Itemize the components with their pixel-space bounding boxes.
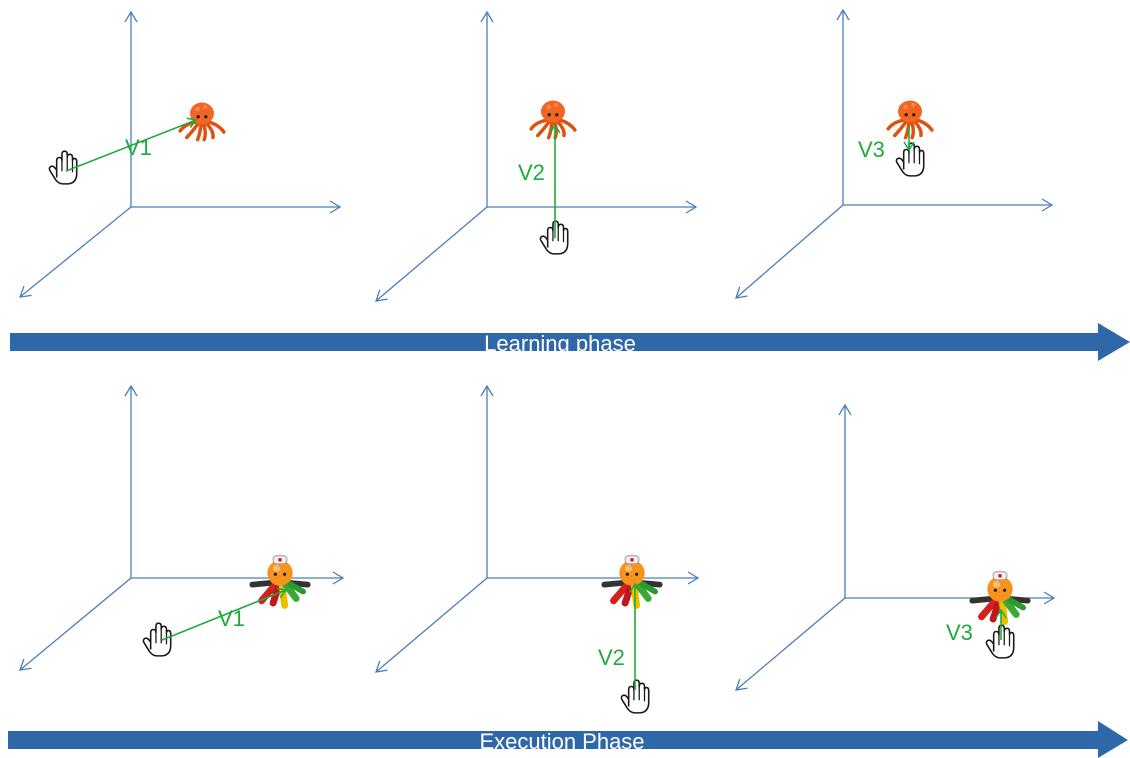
vector-arrow <box>65 117 198 172</box>
learning-panel-1: V1 <box>19 10 342 298</box>
execution-phase-label: Execution Phase <box>479 729 644 754</box>
learning-panel-3: V3 <box>735 8 1054 299</box>
octopus-icon <box>178 100 226 142</box>
vector-label: V2 <box>598 645 625 670</box>
vector-label: V3 <box>858 137 885 162</box>
execution-panel-3: V3 <box>735 403 1056 691</box>
vector-label: V1 <box>125 135 152 160</box>
octopus-icon <box>529 98 577 140</box>
execution-panel-1: V1 <box>19 384 345 671</box>
coordinate-axes <box>19 10 342 298</box>
coordinate-axes <box>735 8 1054 299</box>
octopus-icon <box>252 556 307 606</box>
coordinate-axes <box>19 384 345 671</box>
octopus-icon <box>604 556 659 606</box>
coordinate-axes <box>375 10 698 302</box>
hand-icon <box>895 142 925 177</box>
vector-arrow <box>161 587 288 641</box>
learning-phase-label: Learning phase <box>484 331 636 356</box>
octopus-icon <box>972 572 1027 622</box>
octopus-icon <box>886 98 934 140</box>
vector-label: V3 <box>946 620 973 645</box>
hand-icon <box>142 622 172 657</box>
hand-icon <box>985 624 1015 659</box>
hand-icon <box>539 220 569 255</box>
execution-panel-2: V2 <box>375 384 700 714</box>
learning-panel-2: V2 <box>375 10 698 302</box>
coordinate-axes <box>375 384 700 673</box>
execution-phase-arrow: Execution Phase <box>8 721 1128 758</box>
learning-phase-arrow: Learning phase <box>10 323 1130 361</box>
hand-icon <box>48 150 78 185</box>
vector-label: V1 <box>218 606 245 631</box>
vector-label: V2 <box>518 160 545 185</box>
